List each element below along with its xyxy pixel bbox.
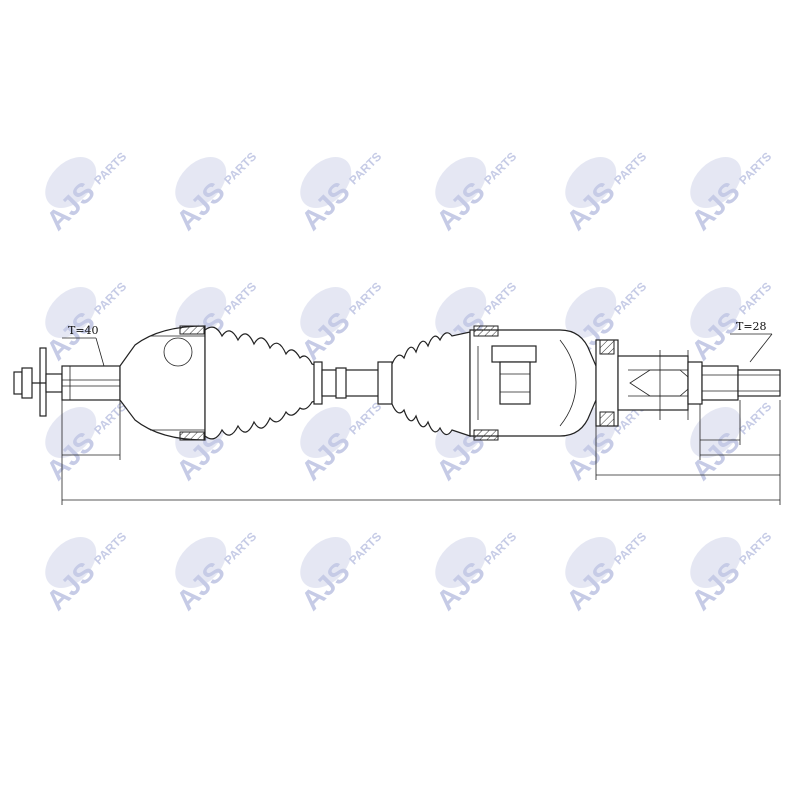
- intermediate-shaft: [321, 361, 393, 405]
- outer-bolt: [13, 347, 63, 417]
- outer-stub-spline: [61, 365, 121, 401]
- watermark-sub-text: PARTS: [221, 279, 259, 317]
- watermark-sub-text: PARTS: [221, 529, 259, 567]
- watermark-sub-text: PARTS: [346, 399, 384, 437]
- watermark-sub-text: PARTS: [736, 279, 774, 317]
- watermark-sub-text: PARTS: [346, 279, 384, 317]
- watermark-sub-text: PARTS: [736, 399, 774, 437]
- watermark-sub-text: PARTS: [481, 529, 519, 567]
- watermark-sub-text: PARTS: [91, 279, 129, 317]
- watermark-sub-text: PARTS: [611, 149, 649, 187]
- watermark-sub-text: PARTS: [481, 149, 519, 187]
- watermark-sub-text: PARTS: [221, 149, 259, 187]
- watermark-sub-text: PARTS: [346, 529, 384, 567]
- inner-cv-joint: [469, 325, 597, 441]
- watermark-sub-text: PARTS: [91, 149, 129, 187]
- watermark-sub-text: PARTS: [346, 149, 384, 187]
- teeth-label-left: T=40: [62, 324, 105, 367]
- teeth-label-right: T=28: [730, 320, 773, 363]
- watermark-sub-text: PARTS: [481, 279, 519, 317]
- inner-stub-spline: [687, 361, 781, 405]
- dimension-lines: [61, 350, 781, 505]
- watermark-sub-text: PARTS: [611, 279, 649, 317]
- teeth-count-left: T=40: [68, 324, 99, 337]
- watermark-sub-text: PARTS: [736, 149, 774, 187]
- inner-flange: [595, 339, 696, 427]
- outer-boot: [204, 326, 323, 440]
- outer-cv-joint: [119, 325, 206, 441]
- teeth-count-right: T=28: [736, 320, 767, 333]
- watermark-sub-text: PARTS: [736, 529, 774, 567]
- watermark-sub-text: PARTS: [91, 529, 129, 567]
- inner-boot: [391, 331, 471, 437]
- watermark-sub-text: PARTS: [611, 529, 649, 567]
